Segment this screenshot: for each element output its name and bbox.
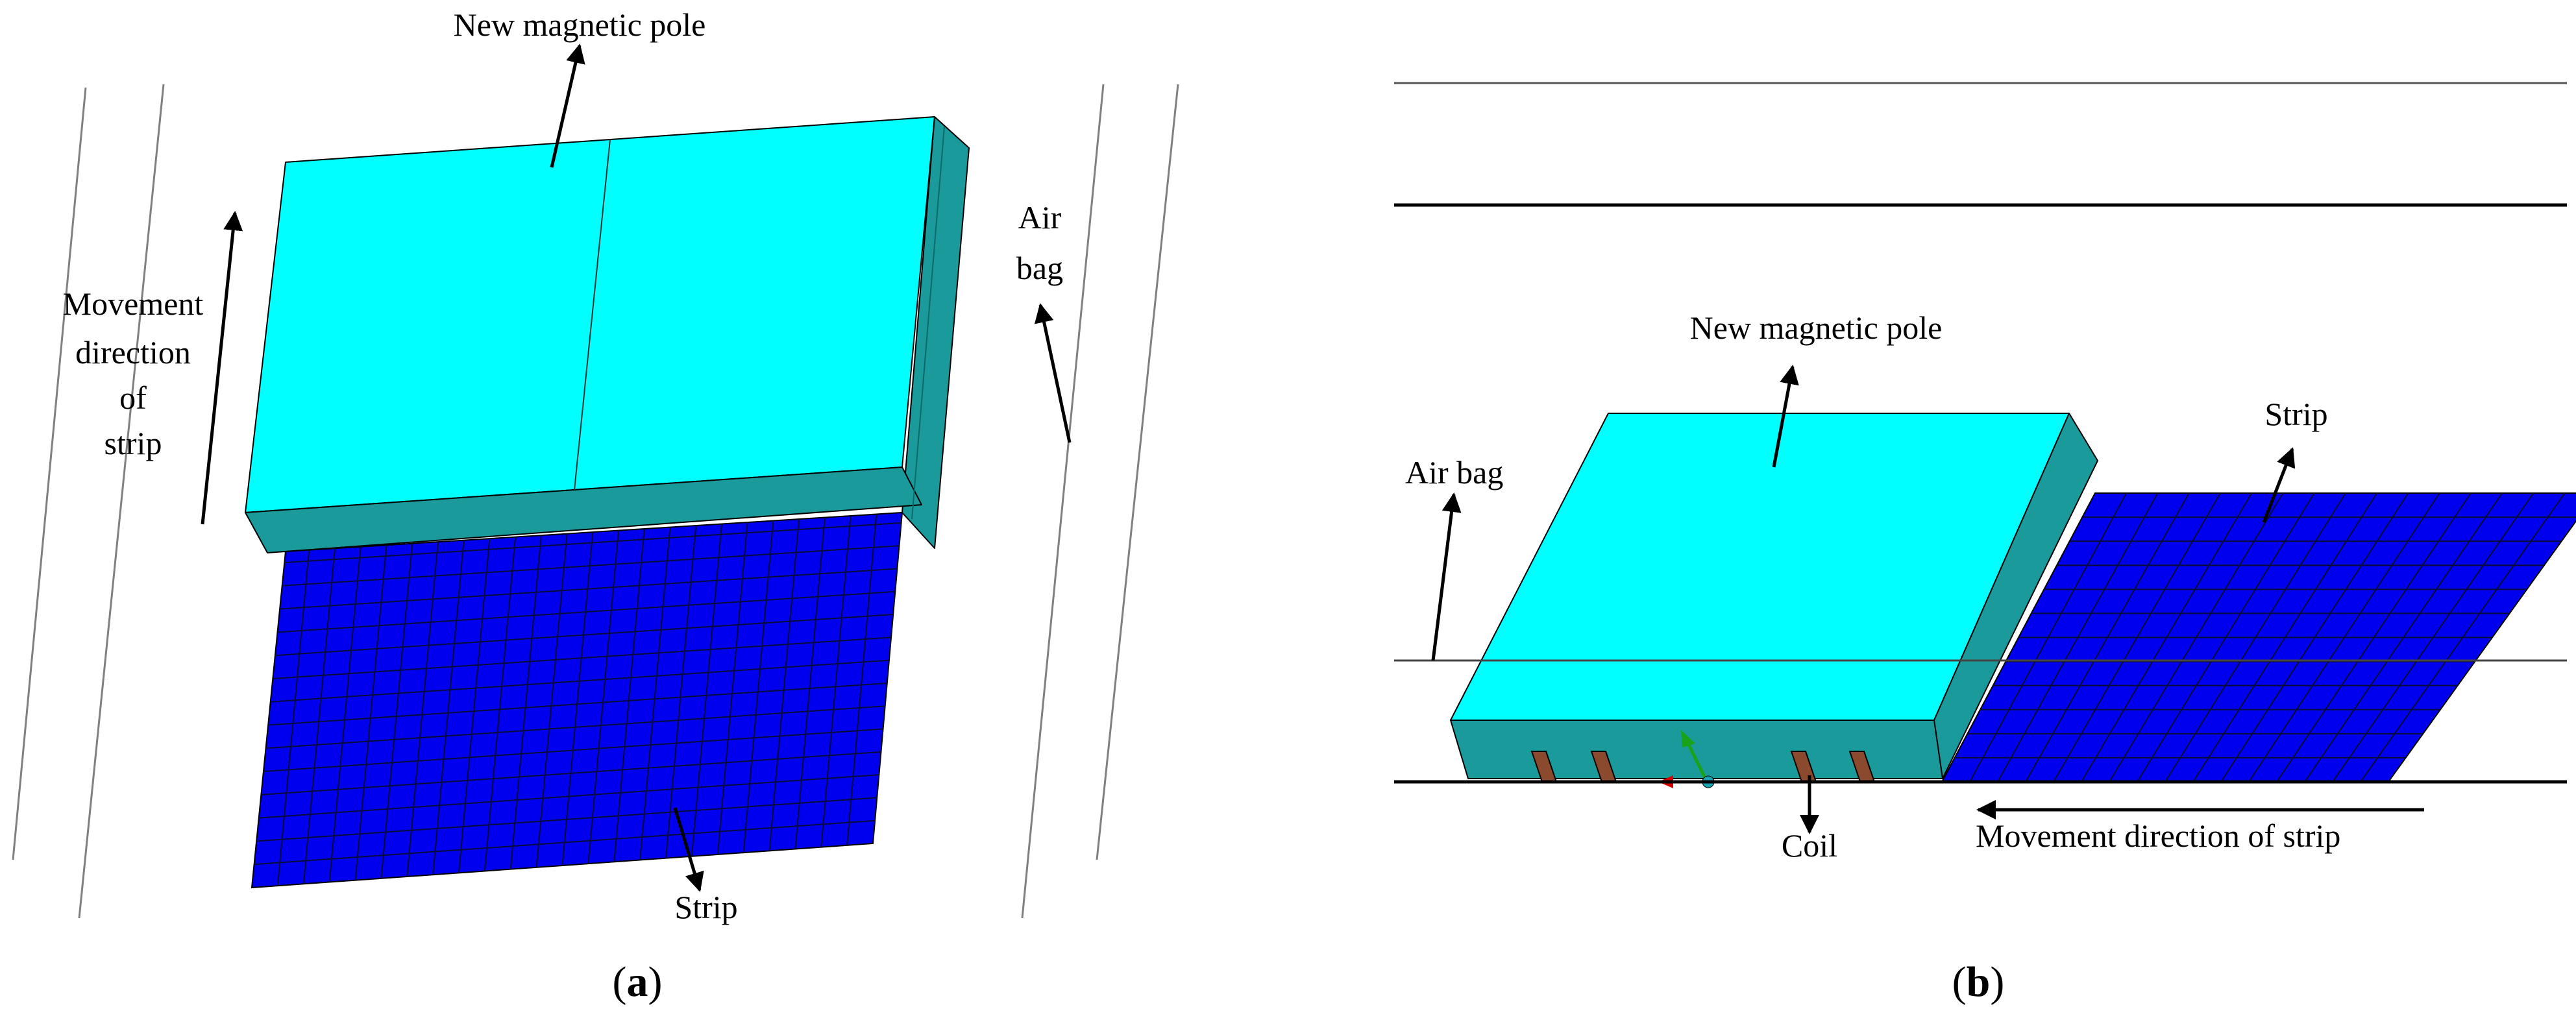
mesh-line (273, 614, 894, 657)
mesh-line (380, 513, 419, 879)
mesh-line (561, 513, 599, 866)
panel-a-pole-seam (574, 139, 611, 491)
mesh-line (256, 797, 877, 842)
panel-b-strip-mesh (1954, 492, 2576, 782)
mesh-line (768, 513, 805, 851)
mesh-line (275, 590, 896, 633)
panel-b-pole-label: New magnetic pole (1690, 309, 1943, 346)
mesh-line (484, 513, 522, 871)
panel-a-strip-label: Strip (674, 889, 737, 925)
panel-a-movement-label-3: of (119, 380, 147, 416)
mesh-line (432, 513, 470, 875)
panel-b-caption-letter: b (1967, 958, 1991, 1006)
panel-a-movement-label-1: Movement (63, 285, 204, 322)
panel-a-pole-front-face (245, 467, 922, 553)
panel-a-airbag-guides (12, 84, 1179, 919)
panel-a-airbag-arrow (1034, 303, 1072, 443)
panel-b-strip-label: Strip (2264, 396, 2327, 432)
mesh-line (613, 513, 650, 862)
mesh-line (587, 513, 625, 864)
mesh-line (639, 513, 676, 860)
panel-a-caption-letter: a (627, 958, 648, 1006)
panel-b-pole-arrow (1772, 365, 1799, 468)
mesh-line (302, 513, 341, 884)
mesh-line (254, 819, 876, 866)
mesh-line (267, 682, 887, 726)
panel-a-pole-arrow (550, 43, 585, 168)
mesh-line (717, 513, 754, 855)
panel-b-airbag-label: Air bag (1405, 454, 1503, 491)
mesh-line (458, 513, 496, 873)
mesh-line (328, 513, 367, 882)
mesh-line (691, 513, 728, 856)
panel-b-magnetic-pole (1450, 413, 2098, 779)
panel-a: New magnetic pole Air bag Movement direc… (12, 6, 1179, 1006)
panel-a-pole-top-face (245, 116, 935, 513)
mesh-line (509, 513, 548, 869)
mesh-line (269, 659, 890, 703)
panel-a-caption: (a) (613, 958, 663, 1006)
panel-b: New magnetic pole Air bag Strip Coil Mov… (1394, 82, 2576, 1006)
panel-a-strip (251, 511, 903, 889)
mesh-line (282, 522, 902, 564)
mesh-line (535, 513, 573, 867)
panel-a-movement-label-2: direction (75, 334, 191, 370)
panel-a-airbag-label-2: bag (1016, 250, 1063, 286)
panel-b-airbag-arrow (1431, 492, 1462, 661)
panel-a-movement-arrow (201, 211, 243, 525)
panel-a-movement-label-4: strip (104, 425, 162, 461)
mesh-line (271, 636, 892, 680)
panel-a-magnetic-pole (245, 116, 970, 553)
mesh-line (278, 568, 898, 610)
panel-a-strip-arrow (673, 807, 704, 892)
mesh-line (406, 513, 445, 877)
panel-b-strip-arrow (2262, 447, 2296, 523)
mesh-line (794, 513, 831, 849)
panel-a-airbag-label-1: Air (1018, 199, 1062, 236)
mesh-line (262, 728, 883, 773)
panel-a-pole-label: New magnetic pole (454, 6, 706, 43)
mesh-line (258, 774, 879, 819)
mesh-line (276, 513, 315, 886)
panel-b-coil-label: Coil (1782, 827, 1837, 864)
panel-b-pole-front-face (1450, 720, 1943, 779)
mesh-line (354, 513, 393, 880)
panel-b-caption: (b) (1952, 958, 2005, 1006)
panel-b-strip (1941, 492, 2576, 782)
mesh-line (280, 545, 900, 587)
panel-a-strip-mesh (254, 513, 902, 886)
mesh-line (820, 513, 857, 847)
mesh-line (846, 513, 883, 845)
mesh-line (742, 513, 779, 853)
panel-b-movement-label: Movement direction of strip (1976, 818, 2340, 854)
mesh-line (260, 751, 881, 795)
mesh-line (265, 705, 885, 749)
mesh-line (665, 513, 702, 858)
